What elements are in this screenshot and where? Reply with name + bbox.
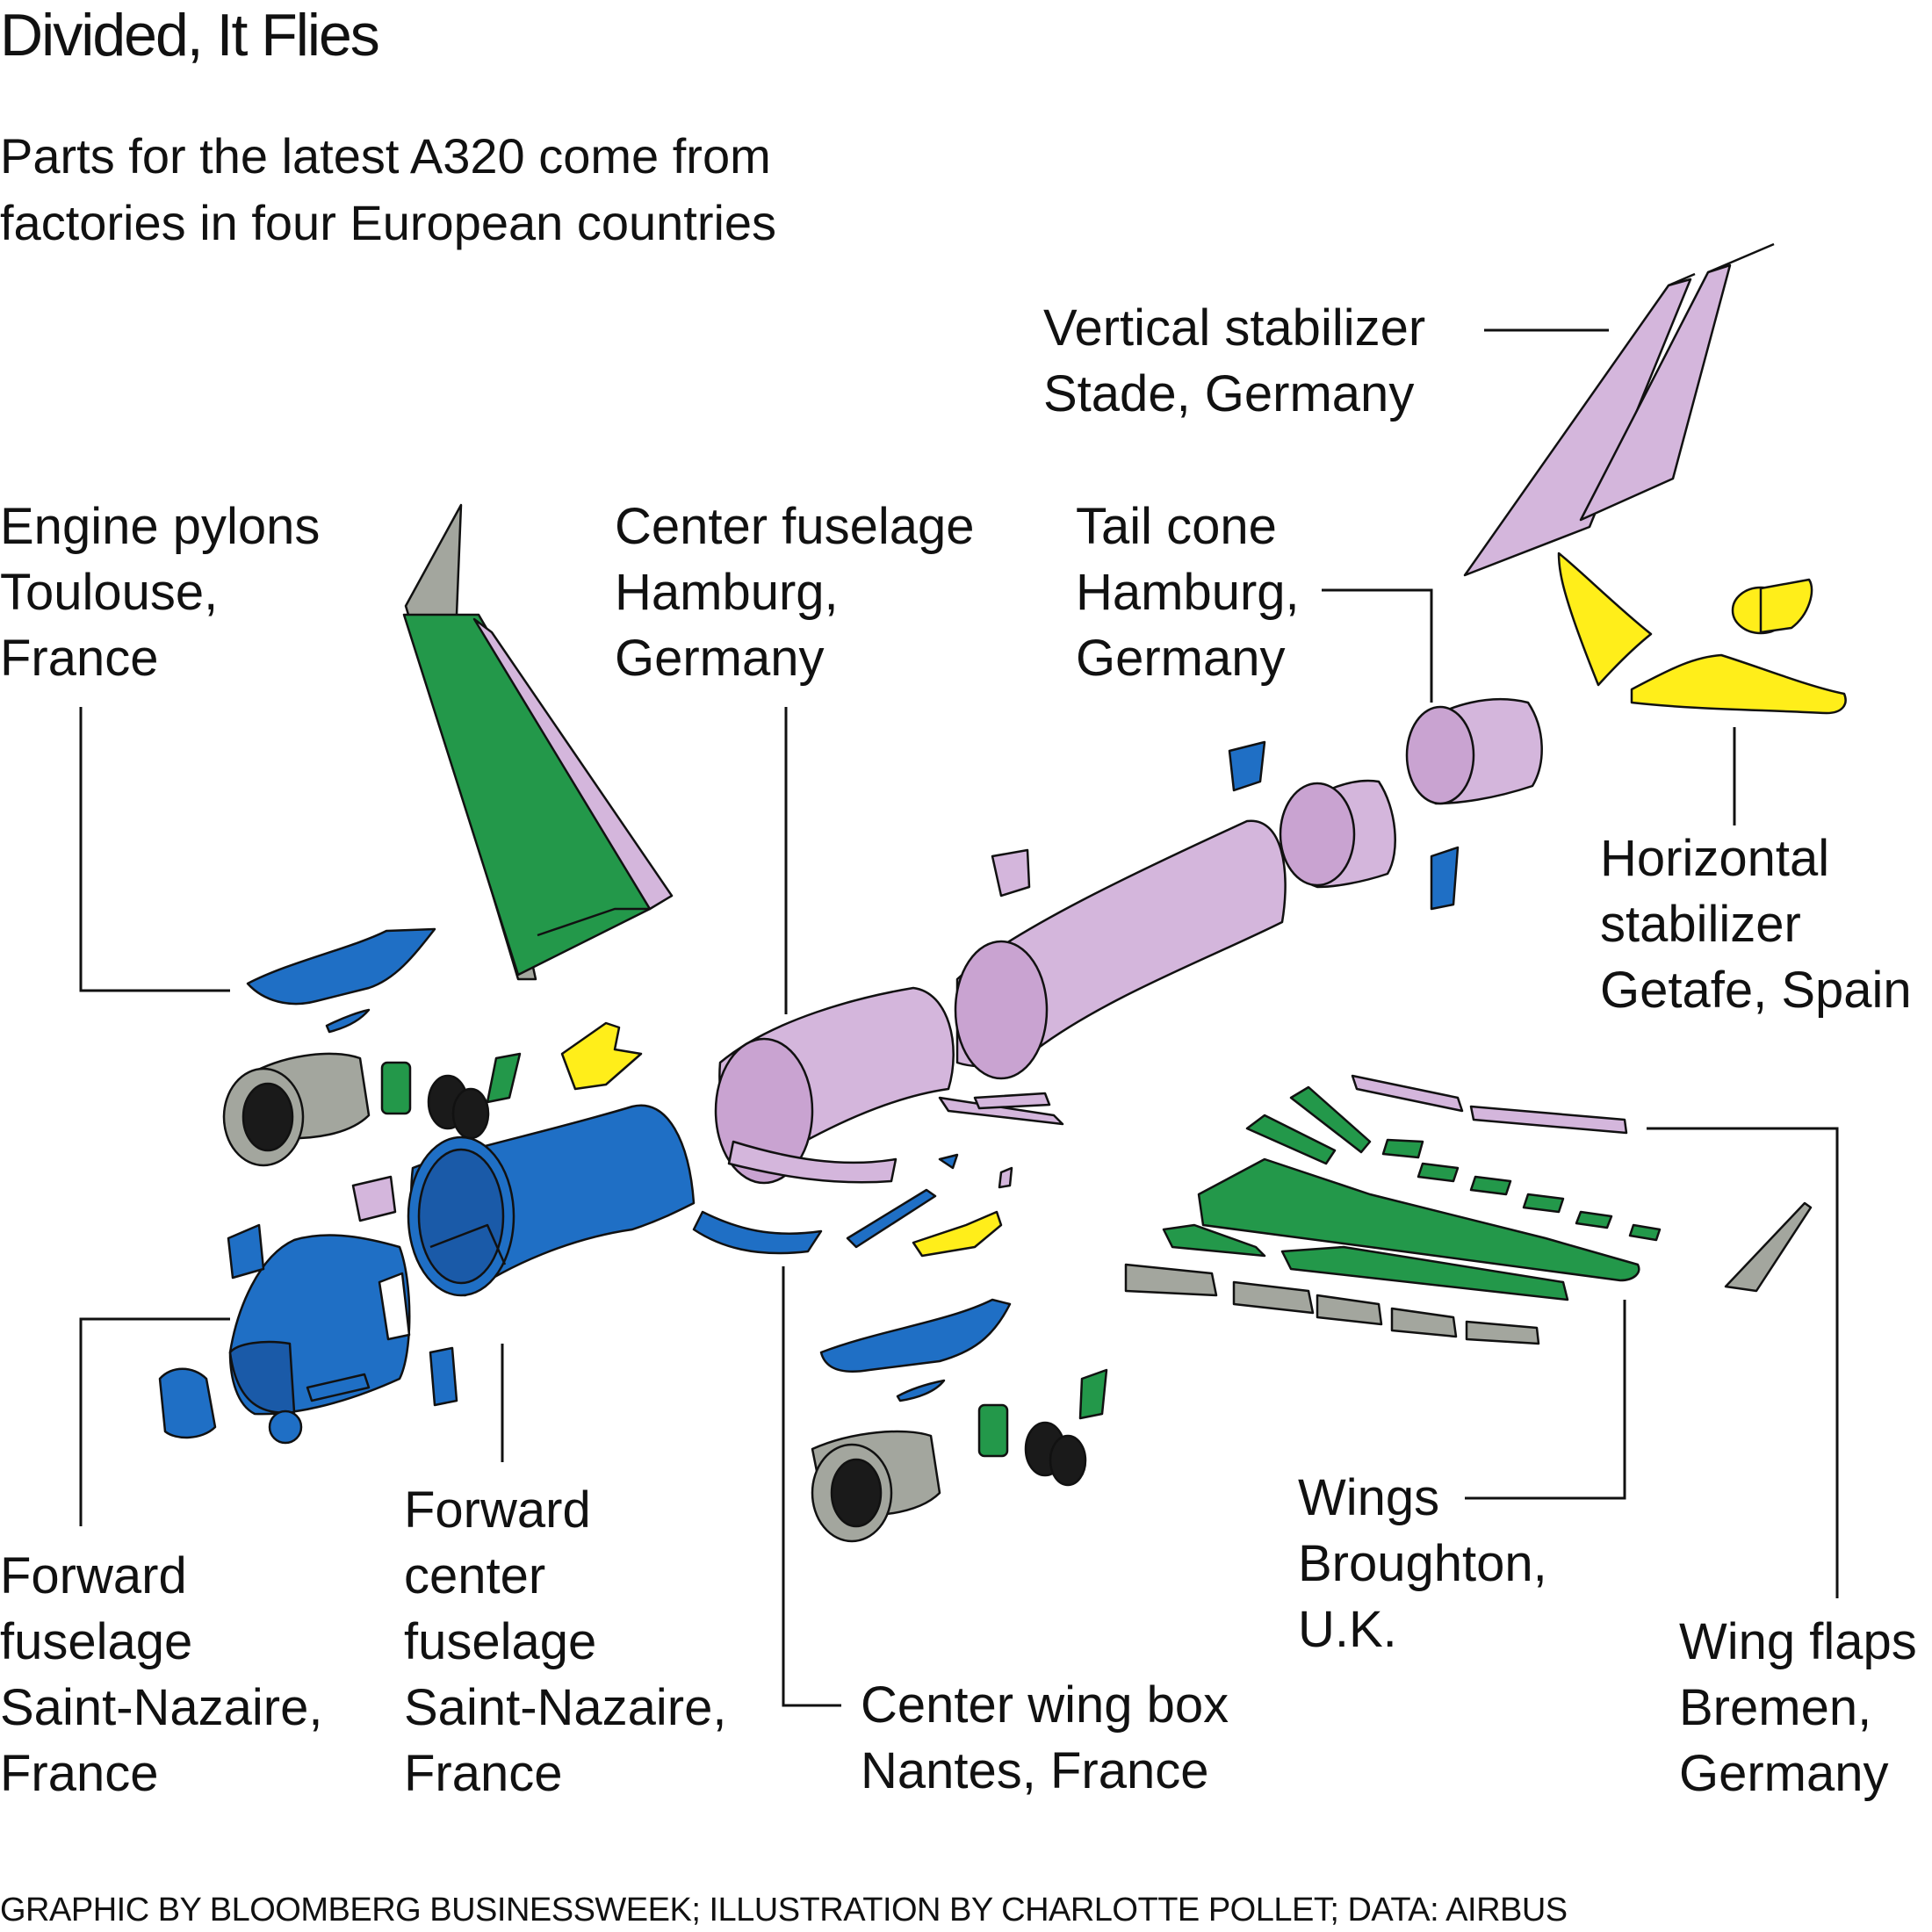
leader-line-forward-fuselage — [79, 1317, 230, 1526]
label-center-fuselage: Center fuselage Hamburg, Germany — [615, 494, 974, 691]
label-part-name: fuselage — [404, 1613, 597, 1670]
label-vertical-stabilizer: Vertical stabilizer Stade, Germany — [1043, 295, 1425, 427]
label-location: Toulouse, — [0, 564, 219, 621]
label-location: Saint-Nazaire, — [0, 1679, 323, 1736]
label-location: Hamburg, — [1076, 564, 1300, 621]
leader-line-wing-flaps — [1647, 1127, 1839, 1598]
label-part-name: center — [404, 1547, 546, 1604]
label-location: France — [404, 1745, 563, 1802]
label-part-name: Center wing box — [861, 1676, 1229, 1734]
label-location: Germany — [1076, 630, 1286, 687]
horizontal-stabilizer-part — [1557, 551, 1847, 715]
leader-line-engine-pylons — [79, 707, 230, 992]
subtitle-line-2: factories in four European countries — [0, 195, 777, 250]
label-location: Saint-Nazaire, — [404, 1679, 727, 1736]
forward-fuselage-part — [158, 1175, 458, 1445]
label-location: France — [0, 630, 159, 687]
label-part-name: stabilizer — [1600, 896, 1801, 953]
leader-line-tail-cone — [1322, 588, 1433, 703]
forward-center-fuselage-part — [407, 1104, 823, 1297]
label-part-name: Vertical stabilizer — [1043, 299, 1426, 357]
label-forward-fuselage: Forward fuselage Saint-Nazaire, France — [0, 1543, 322, 1806]
label-wing-flaps: Wing flaps Bremen, Germany — [1679, 1609, 1917, 1806]
label-location: Stade, Germany — [1043, 365, 1415, 422]
label-location: Germany — [1679, 1745, 1889, 1802]
label-location: Germany — [615, 630, 825, 687]
label-location: Broughton, — [1298, 1535, 1547, 1592]
engine-left — [222, 1021, 643, 1167]
label-horizontal-stabilizer: Horizontal stabilizer Getafe, Spain — [1600, 825, 1912, 1023]
label-engine-pylons: Engine pylons Toulouse, France — [0, 494, 320, 691]
upper-wing-part — [402, 503, 674, 981]
aft-fuselage-part — [954, 819, 1287, 1080]
leader-lines — [79, 328, 1839, 1707]
label-location: Bremen, — [1679, 1679, 1872, 1736]
engine-pylon-lower — [819, 1298, 1012, 1402]
label-part-name: Tail cone — [1076, 498, 1277, 555]
label-wings: Wings Broughton, U.K. — [1298, 1465, 1547, 1662]
label-location: France — [0, 1745, 159, 1802]
lower-wing-part — [1124, 1074, 1813, 1345]
label-part-name: fuselage — [0, 1613, 193, 1670]
label-location: Nantes, France — [861, 1742, 1209, 1799]
label-part-name: Horizontal — [1600, 830, 1830, 887]
label-part-name: Center fuselage — [615, 498, 975, 555]
engine-pylon-upper — [246, 927, 436, 1034]
tail-cone-part — [1228, 698, 1543, 911]
subtitle: Parts for the latest A320 come from fact… — [0, 123, 966, 256]
page-title: Divided, It Flies — [0, 2, 380, 68]
engine-right — [811, 1368, 1108, 1543]
leader-line-center-wing-box — [782, 1266, 841, 1707]
label-location: U.K. — [1298, 1601, 1397, 1658]
label-forward-center-fuselage: Forward center fuselage Saint-Nazaire, F… — [404, 1477, 726, 1806]
label-location: Hamburg, — [615, 564, 839, 621]
label-part-name: Forward — [0, 1547, 187, 1604]
center-fuselage-part — [714, 986, 1064, 1185]
label-part-name: Wing flaps — [1679, 1613, 1917, 1670]
center-wing-box-part — [846, 1092, 1051, 1258]
label-part-name: Wings — [1298, 1469, 1440, 1526]
label-center-wing-box: Center wing box Nantes, France — [861, 1672, 1229, 1804]
label-part-name: Forward — [404, 1481, 591, 1539]
label-part-name: Engine pylons — [0, 498, 321, 555]
leader-line-wings — [1465, 1300, 1626, 1500]
label-location: Getafe, Spain — [1600, 962, 1912, 1019]
label-tail-cone: Tail cone Hamburg, Germany — [1076, 494, 1300, 691]
subtitle-line-1: Parts for the latest A320 come from — [0, 128, 771, 184]
vertical-stabilizer-part — [1463, 242, 1775, 577]
credit-line: GRAPHIC BY BLOOMBERG BUSINESSWEEK; ILLUS… — [0, 1892, 1568, 1928]
